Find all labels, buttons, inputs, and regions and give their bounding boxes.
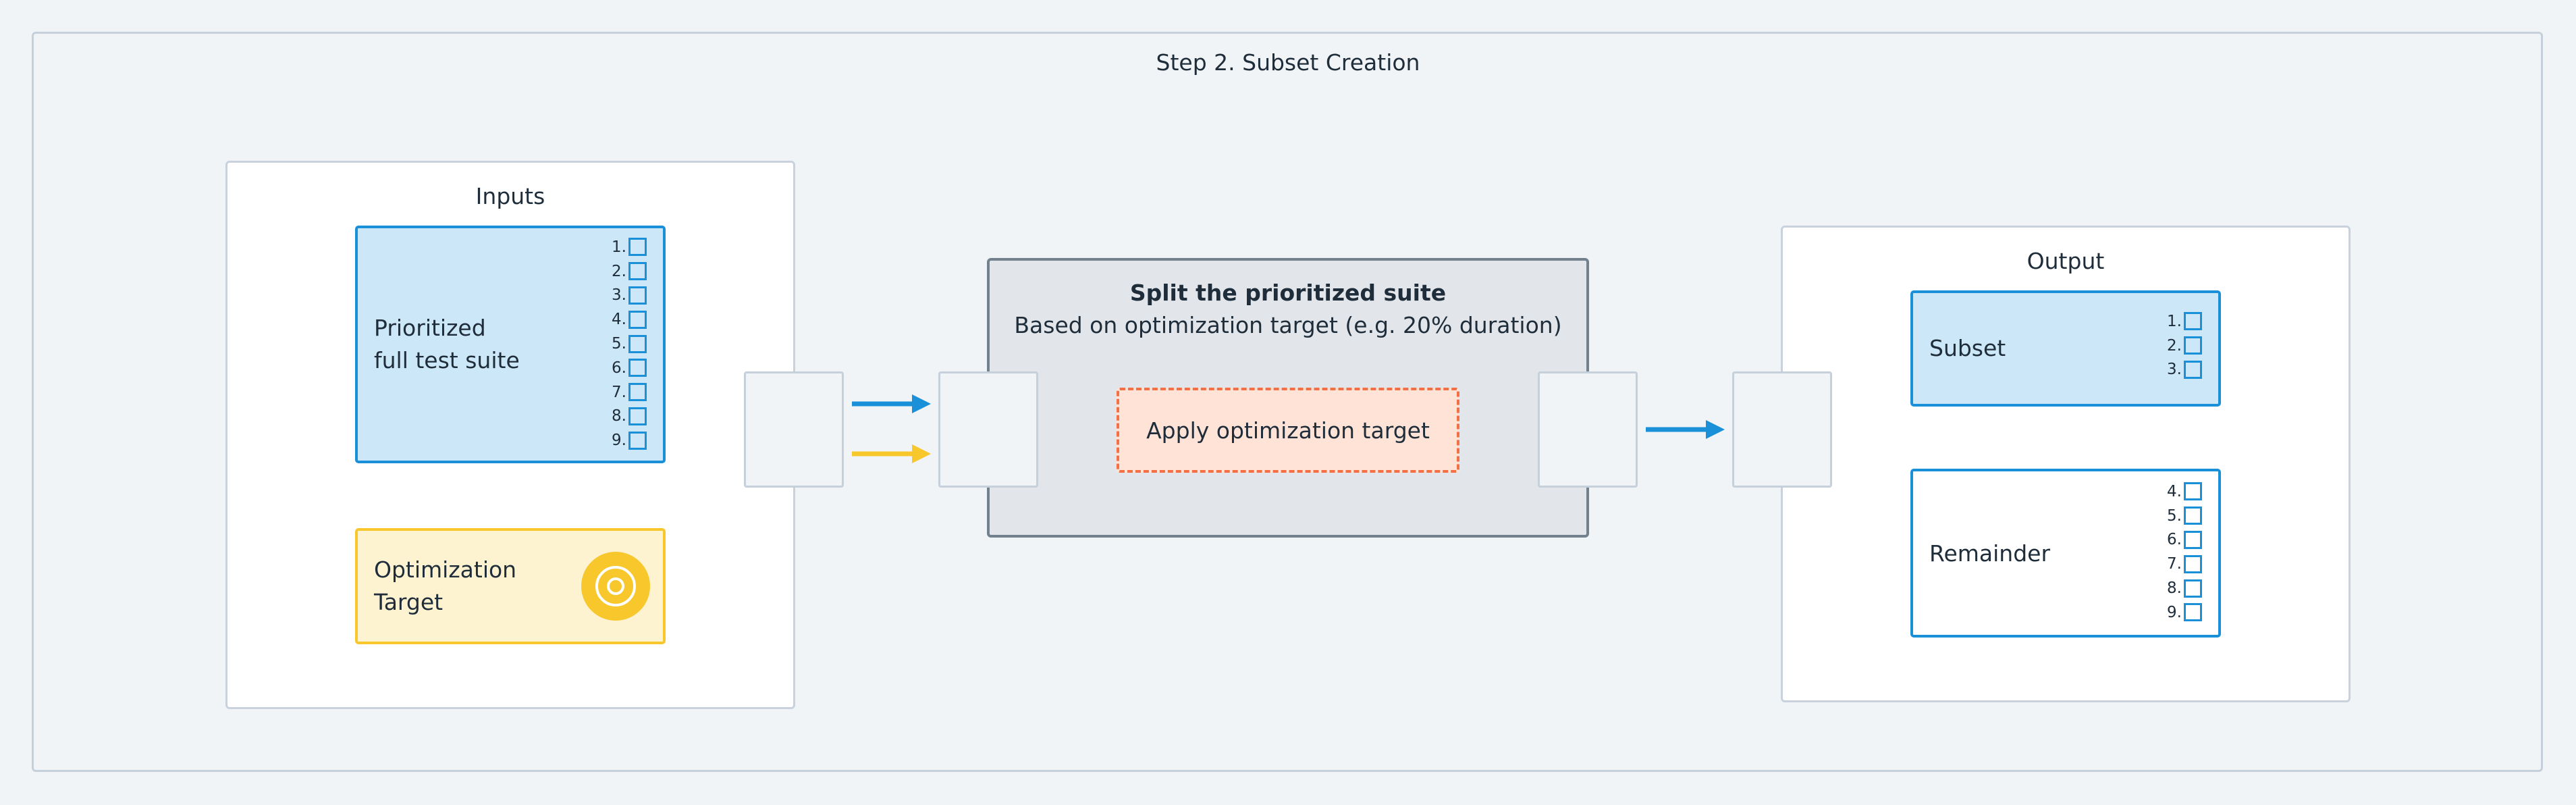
list-item: 7.: [2167, 552, 2202, 576]
checkbox-icon: [628, 359, 647, 378]
checkbox-icon: [628, 334, 647, 353]
checkbox-icon: [628, 262, 647, 281]
item-number: 8.: [612, 407, 626, 425]
output-title: Output: [2027, 248, 2105, 274]
item-number: 4.: [612, 311, 626, 329]
checkbox-icon: [628, 286, 647, 305]
process-subtitle: Based on optimization target (e.g. 20% d…: [1014, 312, 1562, 338]
list-item: 5.: [2167, 504, 2202, 528]
process-title: Split the prioritized suite: [1129, 280, 1447, 306]
list-item: 7.: [612, 380, 647, 405]
inputs-output-port: [744, 371, 844, 488]
checkbox-icon: [2184, 507, 2202, 525]
process-output-port: [1538, 371, 1638, 488]
step-frame: [32, 32, 2543, 772]
item-number: 5.: [2167, 507, 2182, 525]
list-item: 6.: [612, 356, 647, 380]
checkbox-icon: [628, 238, 647, 257]
checkbox-icon: [628, 310, 647, 329]
item-number: 4.: [2167, 482, 2182, 500]
list-item: 1.: [2167, 309, 2202, 334]
item-number: 5.: [612, 335, 626, 353]
apply-optimization-target-label: Apply optimization target: [1146, 417, 1430, 444]
list-item: 2.: [2167, 334, 2202, 358]
checkbox-icon: [2184, 360, 2202, 379]
optimization-target-label: Optimization Target: [374, 556, 517, 615]
checkbox-icon: [628, 407, 647, 425]
item-number: 3.: [2167, 361, 2182, 379]
subset-box: Subset 1. 2. 3.: [1910, 290, 2221, 407]
subset-items: 1. 2. 3.: [2167, 309, 2202, 382]
checkbox-icon: [2184, 554, 2202, 573]
item-number: 7.: [2167, 555, 2182, 573]
list-item: 6.: [2167, 528, 2202, 552]
target-icon: [581, 552, 650, 621]
item-number: 9.: [2167, 603, 2182, 621]
checkbox-icon: [2184, 530, 2202, 549]
item-number: 1.: [2167, 312, 2182, 330]
list-item: 8.: [612, 405, 647, 429]
checkbox-icon: [2184, 579, 2202, 598]
checkbox-icon: [2184, 312, 2202, 331]
remainder-items: 4. 5. 6. 7. 8. 9.: [2167, 479, 2202, 625]
prioritized-suite-box: Prioritized full test suite 1. 2. 3. 4. 5. 6.…: [355, 226, 666, 463]
list-item: 4.: [2167, 479, 2202, 504]
item-number: 8.: [2167, 579, 2182, 598]
list-item: 2.: [612, 259, 647, 284]
item-number: 6.: [2167, 531, 2182, 549]
item-number: 6.: [612, 359, 626, 377]
apply-optimization-target-box: Apply optimization target: [1117, 388, 1459, 473]
optimization-target-box: Optimization Target: [355, 528, 666, 644]
item-number: 3.: [612, 286, 626, 305]
remainder-box: Remainder 4. 5. 6. 7. 8. 9.: [1910, 469, 2221, 638]
item-number: 9.: [612, 432, 626, 450]
subset-label: Subset: [1929, 335, 2006, 361]
diagram-title: Step 2. Subset Creation: [1156, 49, 1420, 76]
item-number: 2.: [612, 262, 626, 280]
process-input-port: [938, 371, 1038, 488]
item-number: 7.: [612, 383, 626, 401]
list-item: 9.: [2167, 600, 2202, 625]
list-item: 3.: [612, 284, 647, 308]
list-item: 3.: [2167, 358, 2202, 382]
checkbox-icon: [628, 383, 647, 402]
checkbox-icon: [628, 431, 647, 450]
item-number: 2.: [2167, 336, 2182, 355]
inputs-title: Inputs: [475, 183, 545, 209]
list-item: 1.: [612, 235, 647, 259]
remainder-label: Remainder: [1929, 540, 2051, 567]
prioritized-suite-label: Prioritized full test suite: [374, 315, 520, 373]
list-item: 4.: [612, 307, 647, 332]
list-item: 9.: [612, 428, 647, 452]
checkbox-icon: [2184, 603, 2202, 622]
suite-items: 1. 2. 3. 4. 5. 6. 7. 8. 9.: [612, 235, 647, 452]
checkbox-icon: [2184, 482, 2202, 501]
checkbox-icon: [2184, 336, 2202, 355]
list-item: 5.: [612, 332, 647, 356]
output-input-port: [1732, 371, 1832, 488]
item-number: 1.: [612, 238, 626, 256]
list-item: 8.: [2167, 576, 2202, 600]
